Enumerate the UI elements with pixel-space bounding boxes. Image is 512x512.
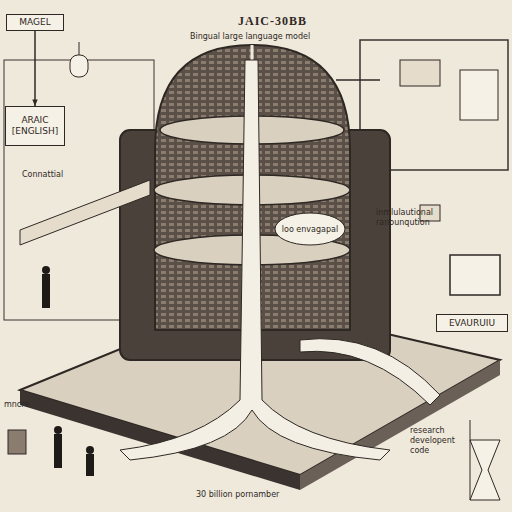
person-body <box>42 274 50 308</box>
person-head <box>86 446 94 454</box>
speech-bubble: loo envagapal <box>274 212 346 246</box>
hourglass <box>470 440 500 500</box>
lightbulb-icon <box>70 55 88 77</box>
book-stack <box>400 60 440 86</box>
annotation-label: Bingual large language model <box>190 32 350 42</box>
annotation-label: mncre <box>4 400 44 410</box>
lamp-wire <box>79 42 80 55</box>
bubble-shape <box>275 213 345 245</box>
person-head <box>42 266 50 274</box>
annotation-label: 30 billion pornamber <box>196 490 326 500</box>
annotation-label: Connattial <box>22 170 82 180</box>
leader-line <box>470 420 471 500</box>
connector-line <box>34 31 36 106</box>
node-text: [ENGLISH] <box>12 126 59 137</box>
person-body <box>86 454 94 476</box>
annotation-label: inmlulautional ranounqution <box>376 208 456 228</box>
node-heading: MAGEL <box>19 17 50 28</box>
node-heading: EVAURUIU <box>449 318 495 329</box>
annotation-label: research developent code <box>410 426 468 456</box>
node-heading: loo envagapal <box>282 224 338 235</box>
monitor-icon <box>450 255 500 295</box>
arrow-head <box>32 100 37 106</box>
conveyor <box>20 180 150 245</box>
label-box: ARAIC[ENGLISH] <box>5 106 65 146</box>
label-box: MAGEL <box>6 14 64 31</box>
person-head <box>54 426 62 434</box>
label-box: EVAURUIU <box>436 314 508 332</box>
diagram-title: JAIC-30BB <box>238 14 307 29</box>
ribbon <box>300 339 440 405</box>
ribbon <box>120 60 390 460</box>
database-cylinder <box>8 430 26 454</box>
document-icon <box>460 70 498 120</box>
node-heading: ARAIC <box>21 115 48 126</box>
leader-line <box>336 79 380 81</box>
person-body <box>54 434 62 468</box>
connector-arrow <box>32 31 37 106</box>
